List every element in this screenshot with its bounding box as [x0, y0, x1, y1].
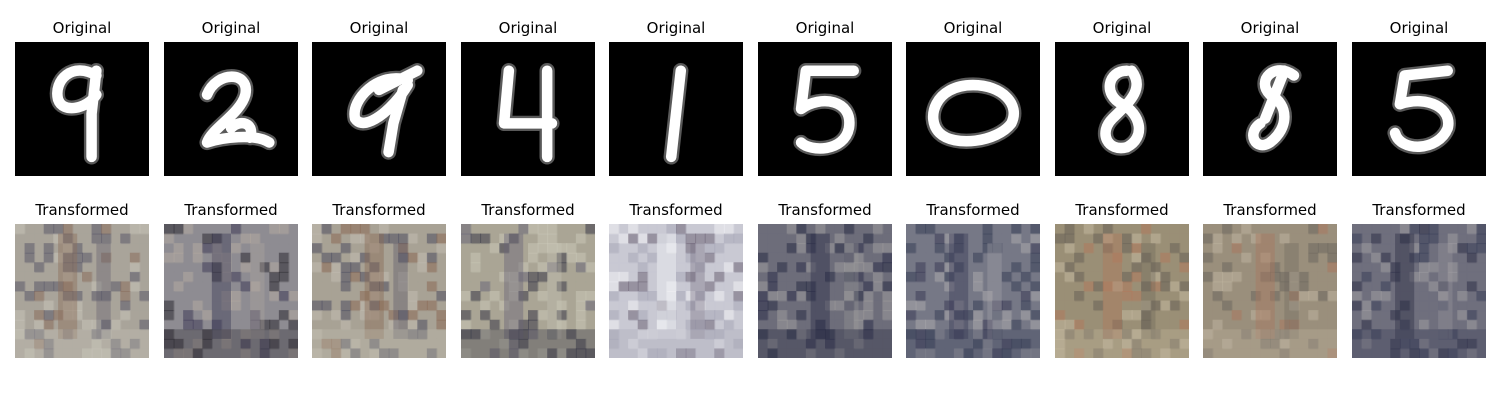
- original-digit-image: [1055, 42, 1189, 176]
- transformed-digit-image: [1203, 224, 1337, 358]
- original-panel-title: Original: [201, 19, 261, 37]
- transformed-panel-title: Transformed: [332, 201, 426, 219]
- original-panel-title: Original: [498, 19, 558, 37]
- original-digit-image: [758, 42, 892, 176]
- original-digit-image: [15, 42, 149, 176]
- transformed-digit-image: [906, 224, 1040, 358]
- transformed-panel-title: Transformed: [481, 201, 575, 219]
- transformed-digit-image: [15, 224, 149, 358]
- transformed-panel-title: Transformed: [184, 201, 278, 219]
- original-digit-image: [906, 42, 1040, 176]
- original-panel-title: Original: [1092, 19, 1152, 37]
- transformed-digit-image: [1055, 224, 1189, 358]
- original-digit-image: [609, 42, 743, 176]
- original-panel-title: Original: [646, 19, 706, 37]
- transformed-panel-title: Transformed: [629, 201, 723, 219]
- transformed-panel-title: Transformed: [35, 201, 129, 219]
- transformed-digit-image: [758, 224, 892, 358]
- transformed-digit-image: [164, 224, 298, 358]
- original-digit-image: [312, 42, 446, 176]
- original-digit-image: [1203, 42, 1337, 176]
- transformed-digit-image: [461, 224, 595, 358]
- transformed-panel-title: Transformed: [778, 201, 872, 219]
- original-panel-title: Original: [795, 19, 855, 37]
- original-panel-title: Original: [52, 19, 112, 37]
- transformed-panel-title: Transformed: [926, 201, 1020, 219]
- original-panel-title: Original: [1389, 19, 1449, 37]
- original-digit-image: [461, 42, 595, 176]
- original-panel-title: Original: [349, 19, 409, 37]
- transformed-panel-title: Transformed: [1372, 201, 1466, 219]
- original-digit-image: [1352, 42, 1486, 176]
- transformed-digit-image: [312, 224, 446, 358]
- original-panel-title: Original: [1240, 19, 1300, 37]
- transformed-panel-title: Transformed: [1075, 201, 1169, 219]
- original-digit-image: [164, 42, 298, 176]
- transformed-digit-image: [1352, 224, 1486, 358]
- original-panel-title: Original: [943, 19, 1003, 37]
- transformed-digit-image: [609, 224, 743, 358]
- transformed-panel-title: Transformed: [1223, 201, 1317, 219]
